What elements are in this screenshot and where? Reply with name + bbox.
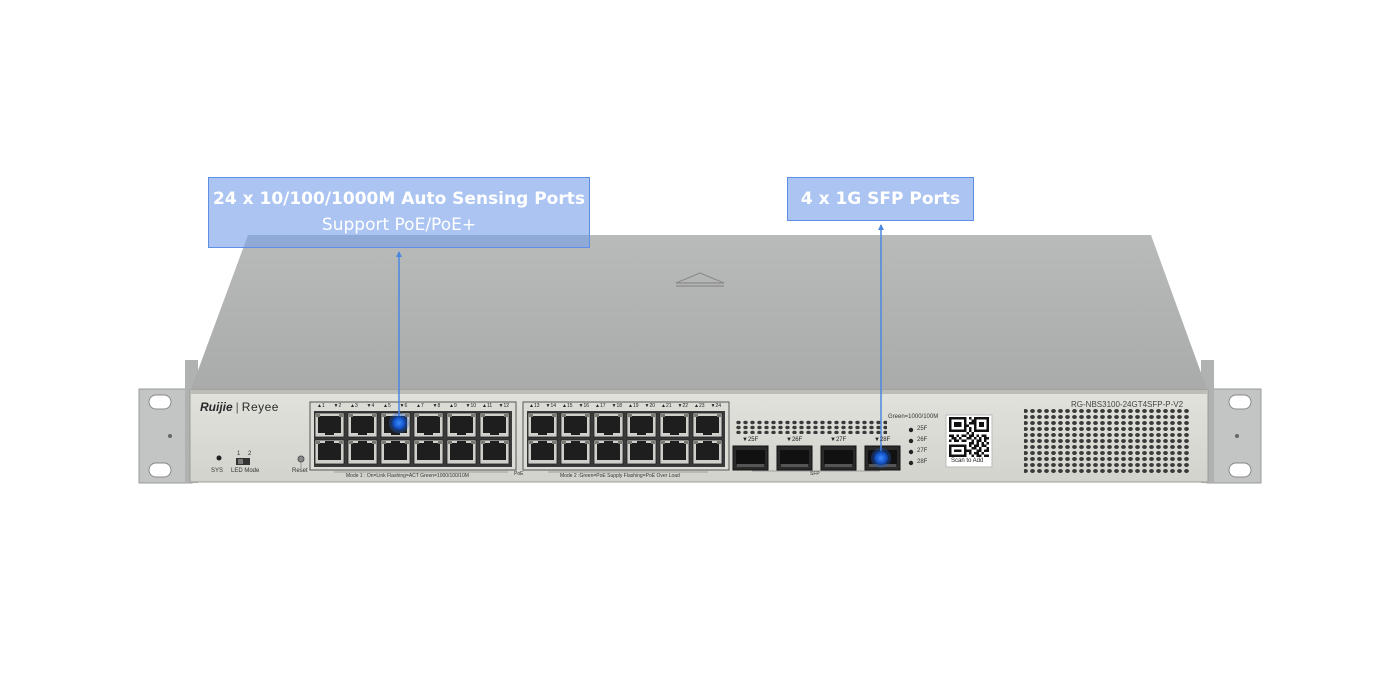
rj45-port[interactable] — [380, 439, 411, 465]
port-number-label: ▲11 — [482, 403, 493, 409]
rj45-port[interactable] — [593, 412, 624, 438]
rack-ear-right — [1201, 360, 1262, 484]
rj45-port[interactable] — [560, 412, 591, 438]
mode2-legend: Mode 2 :Green=PoE Supply Flashing=PoE Ov… — [560, 473, 680, 479]
rj45-port[interactable] — [347, 439, 378, 465]
rj45-port[interactable] — [314, 412, 345, 438]
brand-name: Ruijie — [200, 400, 233, 414]
rj45-port[interactable] — [692, 412, 723, 438]
rj45-port[interactable] — [626, 412, 657, 438]
port-number-label: ▲9 — [449, 403, 457, 409]
rj45-port[interactable] — [413, 439, 444, 465]
port-number-label: ▲5 — [383, 403, 391, 409]
led-mode-positions: 1 2 — [237, 451, 255, 457]
sub-brand-name: Reyee — [241, 400, 279, 414]
port-number-label: ▲15 — [562, 403, 573, 409]
mode1-legend: Mode 1 : On=Link Flashing=ACT Green=1000… — [346, 473, 469, 479]
sys-led — [216, 455, 222, 461]
port-number-label: ▼24 — [710, 403, 722, 409]
sfp-callout-title: 4 x 1G SFP Ports — [800, 189, 961, 209]
port-number-label: ▼22 — [677, 403, 689, 409]
sfp-hotspot[interactable] — [874, 451, 888, 465]
rack-ear-left — [138, 360, 198, 484]
brand-logo: Ruijie|Reyee — [200, 400, 279, 414]
sfp-led-label: 26F — [917, 437, 928, 443]
rj45-port[interactable] — [446, 439, 477, 465]
rj45-port[interactable] — [527, 412, 558, 438]
sfp-port-label: ▼26F — [786, 437, 803, 443]
port-number-label: ▼2 — [333, 403, 342, 409]
rj45-port[interactable] — [692, 439, 723, 465]
rj45-port[interactable] — [479, 439, 510, 465]
vent-grille — [1024, 408, 1190, 474]
reset-button[interactable] — [297, 455, 305, 463]
sfp-speed-legend: Green=1000/100M — [888, 414, 939, 420]
led-mode-label: LED Mode — [231, 468, 260, 474]
ports-callout: 24 x 10/100/1000M Auto Sensing Ports Sup… — [208, 177, 590, 248]
rj45-port[interactable] — [527, 439, 558, 465]
sfp-cages — [732, 445, 901, 471]
ports-callout-subtitle: Support PoE/PoE+ — [321, 215, 477, 235]
port-number-label: ▼4 — [366, 403, 375, 409]
port-number-label: ▼14 — [545, 403, 557, 409]
port-number-label: ▲17 — [595, 403, 606, 409]
sfp-leds — [908, 427, 914, 466]
rj45-group-1 — [309, 401, 517, 471]
sfp-port[interactable] — [732, 445, 769, 471]
rj45-port[interactable] — [314, 439, 345, 465]
port-number-label: ▼12 — [498, 403, 510, 409]
sys-label: SYS — [211, 468, 224, 474]
port-number-label: ▲1 — [317, 403, 325, 409]
port-number-label: ▼18 — [611, 403, 623, 409]
sfp-port-label: ▼27F — [830, 437, 847, 443]
brand-separator: | — [235, 400, 239, 414]
arrow-up-icon — [675, 272, 725, 284]
reset-label: Reset — [292, 468, 308, 474]
port-number-label: ▲13 — [529, 403, 540, 409]
sfp-label: SFP — [810, 471, 820, 477]
port-number-label: ▼16 — [578, 403, 590, 409]
sfp-port[interactable] — [776, 445, 813, 471]
rj45-port[interactable] — [659, 412, 690, 438]
rj45-port[interactable] — [446, 412, 477, 438]
port-number-label: ▲19 — [628, 403, 639, 409]
ports-hotspot[interactable] — [392, 416, 406, 430]
rj45-port[interactable] — [479, 412, 510, 438]
port-number-label: ▲3 — [350, 403, 358, 409]
chassis-top — [190, 235, 1208, 392]
sfp-callout: 4 x 1G SFP Ports — [787, 177, 974, 221]
model-number: RG-NBS3100-24GT4SFP-P-V2 — [1071, 400, 1184, 409]
sfp-vent-grille — [735, 420, 887, 434]
sfp-port[interactable] — [820, 445, 857, 471]
sfp-led-label: 25F — [917, 426, 928, 432]
rj45-port[interactable] — [347, 412, 378, 438]
rj45-port[interactable] — [626, 439, 657, 465]
ports-callout-title: 24 x 10/100/1000M Auto Sensing Ports — [213, 189, 585, 209]
port-number-label: ▼6 — [399, 403, 408, 409]
scan-to-add-label: Scan to Add — [951, 458, 984, 464]
rj45-port[interactable] — [560, 439, 591, 465]
rj45-port[interactable] — [413, 412, 444, 438]
sfp-port-label: ▼25F — [742, 437, 759, 443]
sfp-led-label: 28F — [917, 459, 928, 465]
sfp-led-label: 27F — [917, 448, 928, 454]
sfp-port-label: ▼28F — [874, 437, 891, 443]
poe-label: PoE — [514, 471, 524, 477]
rj45-group-2 — [522, 401, 730, 471]
qr-code-icon — [945, 414, 993, 468]
port-number-label: ▲21 — [661, 403, 672, 409]
port-number-label: ▼8 — [432, 403, 441, 409]
rj45-port[interactable] — [659, 439, 690, 465]
port-number-label: ▲7 — [416, 403, 424, 409]
port-number-label: ▲23 — [694, 403, 705, 409]
port-number-label: ▼20 — [644, 403, 656, 409]
rj45-port[interactable] — [593, 439, 624, 465]
port-number-label: ▼10 — [465, 403, 477, 409]
